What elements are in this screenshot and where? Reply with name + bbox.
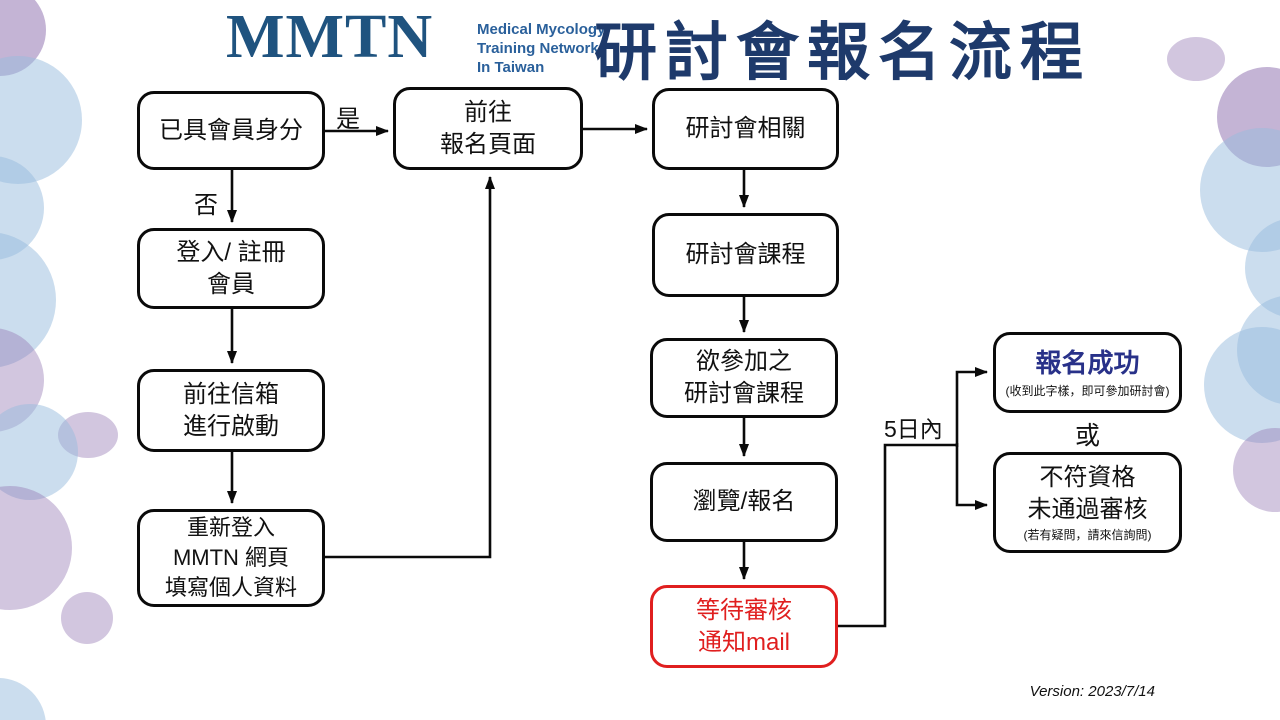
label-no: 否: [194, 192, 218, 219]
node-has-membership: 已具會員身分: [137, 91, 325, 170]
node-label: 不符資格: [1039, 463, 1136, 491]
decor-circle: [0, 0, 46, 76]
node-desired-course: 欲參加之 研討會課程: [650, 338, 838, 418]
decor-circle: [1200, 128, 1280, 252]
decor-circle: [61, 592, 113, 644]
node-wait-review-mail: 等待審核 通知mail: [650, 585, 838, 668]
node-label: 通知mail: [697, 628, 790, 656]
mmtn-logo-subtitle: Medical Mycology Training Network In Tai…: [477, 21, 605, 77]
node-label: 已具會員身分: [159, 116, 303, 144]
decor-circle: [0, 678, 46, 720]
logo-subtitle-line: Medical Mycology: [477, 21, 606, 38]
version-text: Version: 2023/7/14: [1029, 683, 1155, 700]
node-note: (收到此字樣，即可參加研討會): [1005, 383, 1170, 398]
node-label: 填寫個人資料: [164, 574, 297, 600]
decor-circle: [0, 232, 56, 368]
label-or: 或: [1074, 422, 1100, 450]
node-browse-register: 瀏覽/報名: [650, 462, 838, 542]
node-label: 瀏覽/報名: [692, 488, 796, 516]
node-label: 登入/ 註冊: [176, 238, 286, 266]
decor-circle: [1233, 428, 1280, 512]
node-label: 報名成功: [1035, 348, 1140, 379]
mmtn-logo: MMTN: [226, 3, 434, 71]
node-not-qualified: 不符資格 未通過審核 (若有疑問，請來信詢問): [993, 452, 1182, 553]
node-relogin-fill-profile: 重新登入 MMTN 網頁 填寫個人資料: [137, 509, 325, 607]
node-label: 研討會課程: [685, 241, 806, 269]
decor-circle: [1204, 327, 1280, 443]
decor-circle: [0, 156, 44, 260]
node-label: 會員: [207, 270, 255, 298]
node-label: MMTN 網頁: [172, 545, 290, 571]
node-label: 報名頁面: [440, 130, 536, 158]
label-within-5-days: 5日內: [884, 416, 943, 442]
node-mailbox-activate: 前往信箱 進行啟動: [137, 369, 325, 452]
node-registration-success: 報名成功 (收到此字樣，即可參加研討會): [993, 332, 1182, 413]
logo-subtitle-line: Training Network: [477, 39, 599, 57]
node-label: 研討會相關: [685, 115, 806, 143]
node-note: (若有疑問，請來信詢問): [1023, 528, 1152, 543]
decor-circle: [0, 486, 72, 610]
node-goto-registration-page: 前往 報名頁面: [393, 87, 583, 170]
decor-circle: [58, 412, 118, 458]
decor-circle: [0, 328, 44, 432]
page-title: 研討會報名流程: [594, 18, 1091, 88]
node-label: 進行啟動: [183, 412, 279, 440]
label-yes: 是: [336, 106, 360, 133]
node-label: 等待審核: [696, 596, 792, 624]
decor-circle: [1217, 67, 1280, 167]
node-label: 前往信箱: [183, 380, 279, 408]
node-login-register: 登入/ 註冊 會員: [137, 228, 325, 309]
node-label: 未通過審核: [1027, 495, 1148, 523]
logo-subtitle-line: In Taiwan: [477, 58, 545, 76]
node-seminar-related: 研討會相關: [652, 88, 839, 170]
decor-circle: [0, 56, 82, 184]
node-label: 欲參加之: [696, 348, 792, 376]
node-label: 前往: [464, 98, 512, 126]
decor-circle: [1237, 295, 1280, 405]
node-label: 研討會課程: [684, 380, 804, 407]
node-label: 重新登入: [186, 515, 275, 541]
node-seminar-courses: 研討會課程: [652, 213, 839, 297]
decor-circle: [1167, 37, 1225, 81]
decor-circle: [0, 404, 78, 500]
decor-circle: [1245, 218, 1280, 318]
